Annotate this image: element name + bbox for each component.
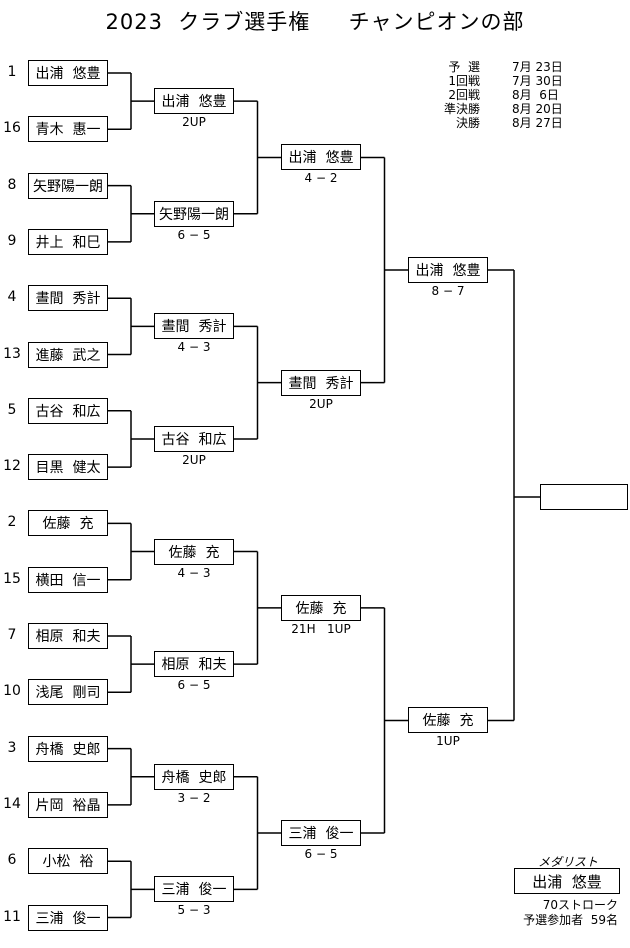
seed-number: 6 [7,852,17,869]
schedule-round-label: 決勝 [455,116,480,130]
semifinal-score: 1UP [436,734,460,749]
round3-score: 21H 1UP [291,621,351,636]
round2-score: 2UP [182,115,206,130]
round2-score: 2UP [182,452,206,467]
round1-player-box: 小松 裕 [28,848,108,875]
round1-player-box: 佐藤 充 [28,510,108,537]
round2-winner-box: 古谷 和広 [154,425,234,452]
page-title: 2023 クラブ選手権 チャンピオンの部 [105,10,525,34]
seed-number: 1 [7,64,17,80]
round1-player-box: 矢野陽一朗 [28,172,108,199]
seed-number: 10 [3,683,21,700]
round2-score: 5 − 3 [177,903,211,918]
round1-player-box: 進藤 武之 [28,341,108,368]
schedule-date: 7月 23日 [512,60,563,74]
round1-player-box: 舟橋 史郎 [28,735,108,762]
seed-number: 13 [3,345,21,362]
seed-number: 15 [3,570,21,587]
semifinal-winner-box: 出浦 悠豊 [408,257,488,284]
semifinal-score: 8 − 7 [431,284,465,299]
seed-number: 2 [7,514,17,531]
round1-player-box: 横田 信一 [28,566,108,593]
schedule-date: 8月 6日 [512,88,559,102]
seed-number: 3 [7,739,17,756]
schedule-round-label: 準決勝 [443,102,480,116]
round3-winner-box: 三浦 俊一 [281,820,361,847]
round2-winner-box: 晝間 秀計 [154,313,234,340]
schedule-round-label: 2回戦 [448,88,480,102]
round3-winner-box: 佐藤 充 [281,594,361,621]
round2-winner-box: 相原 和夫 [154,651,234,678]
round2-winner-box: 佐藤 充 [154,538,234,565]
schedule-round-label: 1回戦 [448,74,480,88]
medalist-label: メダリスト [538,855,599,869]
seed-number: 4 [7,289,17,306]
seed-number: 14 [3,795,21,812]
round1-player-box: 目黒 健太 [28,454,108,481]
schedule-date: 8月 27日 [512,116,563,130]
seed-number: 7 [7,627,17,643]
seed-number: 8 [7,176,17,193]
round1-player-box: 片岡 裕晶 [28,791,108,818]
schedule-round-label: 予 選 [448,60,480,74]
round1-player-box: 晝間 秀計 [28,285,108,312]
round2-winner-box: 三浦 俊一 [154,876,234,903]
round2-score: 6 − 5 [177,678,211,693]
round2-winner-box: 出浦 悠豊 [154,88,234,115]
round1-player-box: 青木 惠一 [28,116,108,143]
round2-score: 4 − 3 [177,565,211,580]
semifinal-winner-box: 佐藤 充 [408,707,488,734]
round2-winner-box: 矢野陽一朗 [154,200,234,227]
medalist-name-box: 出浦 悠豊 [514,868,620,894]
seed-number: 11 [3,908,21,925]
round3-score: 6 − 5 [304,847,338,862]
schedule-date: 7月 30日 [512,74,563,88]
round1-player-box: 三浦 俊一 [28,904,108,931]
round2-score: 3 − 2 [177,790,211,805]
round3-score: 4 − 2 [304,171,338,186]
seed-number: 16 [3,120,21,137]
round3-score: 2UP [309,396,333,411]
round2-score: 4 − 3 [177,340,211,355]
seed-number: 12 [3,458,21,475]
participants-count: 予選参加者 59名 [523,913,618,927]
round1-player-box: 出浦 悠豊 [28,60,108,86]
seed-number: 5 [7,401,17,418]
round3-winner-box: 出浦 悠豊 [281,144,361,171]
round2-score: 6 − 5 [177,227,211,242]
round2-winner-box: 舟橋 史郎 [154,763,234,790]
final-winner-box [540,484,628,510]
schedule-date: 8月 20日 [512,102,563,116]
round1-player-box: 相原 和夫 [28,623,108,649]
round1-player-box: 古谷 和広 [28,397,108,424]
medalist-score: 70ストローク [542,898,618,912]
round3-winner-box: 晝間 秀計 [281,369,361,396]
round1-player-box: 井上 和巳 [28,228,108,255]
round1-player-box: 浅尾 剛司 [28,679,108,706]
seed-number: 9 [7,232,17,249]
